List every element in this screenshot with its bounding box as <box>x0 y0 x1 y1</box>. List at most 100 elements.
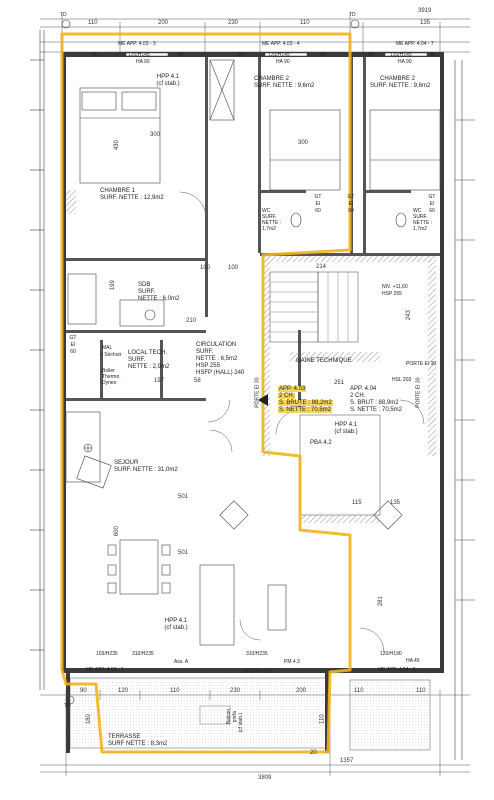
me-app-top-right: ME APP. 4.04 - 7 <box>396 41 434 47</box>
stair-core <box>262 256 436 523</box>
bottom-b2: 310/H235 <box>132 651 154 657</box>
chambre2b-name: CHAMBRE 2 <box>380 76 416 82</box>
wc-a-name: WC <box>262 208 271 214</box>
dim-199: 199 <box>109 280 116 291</box>
terrasse-surf: SURF NETTE : 8,3m2 <box>108 741 168 747</box>
row2-dim-7: 90 <box>368 52 374 58</box>
top-total-dimension: 3919 <box>418 8 432 14</box>
bottom-dim-6: 110 <box>354 688 364 694</box>
bottom-me-left: ME APP. 4.03 - 1 <box>86 667 124 673</box>
chambre2b-surf: SURF. NETTE : 9,6m2 <box>370 83 431 89</box>
porte-label-2: PORTE EI 30 <box>254 377 261 408</box>
dim-300-a: 300 <box>150 132 161 138</box>
gt4-c: 60 <box>70 349 76 355</box>
kitchen-island <box>65 411 101 483</box>
niv-l1: NIV. +11,60 <box>382 284 408 290</box>
gt1-a: GT <box>314 194 322 200</box>
app404-ch: 2 CH. <box>350 393 366 399</box>
bottom-b4: 120/H190 <box>380 651 402 657</box>
gt3-b: EI <box>429 201 435 207</box>
terrasse-area <box>66 673 431 753</box>
gaine-technique-label: GAINE TECHNIQUE <box>296 358 352 364</box>
ha-label-2: HA 90 <box>276 59 290 65</box>
dim-210: 210 <box>186 318 197 324</box>
bottom-b5: HA 45 <box>406 658 420 664</box>
wc-a-l2: SURF. <box>262 214 277 220</box>
td-label-3: TD <box>64 703 71 709</box>
local-tech-l2: SURF. <box>128 357 146 363</box>
apartment-outline <box>60 32 352 754</box>
top-dim-5: 135 <box>420 20 431 26</box>
sejour-name: SEJOUR <box>114 460 139 466</box>
row2-dim-1: 90 <box>92 52 98 58</box>
local-tech-name: LOCAL TECH. <box>128 350 168 356</box>
porte-label-3: PORTE EI 30 <box>415 377 422 408</box>
bottom-dim-2: 120 <box>118 688 129 694</box>
bottom-total-dimension: 3809 <box>258 775 272 781</box>
ha-label-1: HA 90 <box>136 59 150 65</box>
gt4-a: GT <box>69 335 77 341</box>
bottom-b1: 103/H235 <box>96 651 118 657</box>
td-markers <box>61 19 360 705</box>
row2-dim-6: 90 <box>320 52 326 58</box>
wc-fixtures <box>290 212 407 228</box>
app403-title: APP. 4.03 <box>278 386 307 393</box>
dim-197: 197 <box>154 378 165 384</box>
chambre2a-surf: SURF. NETTE : 9,6m2 <box>254 83 315 89</box>
bottom-dim-5: 200 <box>296 688 307 694</box>
mal-l2: + Séchoir <box>100 352 122 358</box>
dim-600: 600 <box>113 526 120 537</box>
circulation-l4: HSP 255 <box>196 363 220 369</box>
bottom-dim-7: 110 <box>416 688 426 694</box>
top-windows <box>125 52 428 57</box>
exterior-walls <box>62 52 444 673</box>
td-label-2: TD <box>349 12 356 18</box>
circulation-l5: HSFP (HALL) 240 <box>196 370 245 376</box>
armchairs <box>76 455 403 530</box>
dim-100-b: 100 <box>228 265 239 271</box>
top-dim-4: 110 <box>300 20 310 26</box>
niv-l2: HSP 255 <box>382 291 402 297</box>
bottom-b3: 310/H235 <box>246 651 268 657</box>
bottom-dim-1: 90 <box>80 688 87 694</box>
dim-hsl: HSL 203 <box>392 377 412 383</box>
dim-251: 251 <box>334 380 345 386</box>
bed-chambre-2b <box>369 109 441 191</box>
dim-58: 58 <box>194 378 201 384</box>
wc-b-l2: SURF. <box>413 214 428 220</box>
ha-label-3: HA 90 <box>398 59 412 65</box>
circulation-l2: SURF. <box>196 349 214 355</box>
dim-110: 110 <box>319 714 326 724</box>
dim-430: 430 <box>113 140 120 151</box>
wc-b-l3: NETTE : <box>413 220 433 226</box>
app404-nette: S. NETTE : 70,5m2 <box>350 407 403 413</box>
top-dim-1: 110 <box>88 20 98 26</box>
top-dim-3: 230 <box>228 20 239 26</box>
app-pointer-arrow <box>258 394 268 406</box>
dim-100-a: 100 <box>200 265 211 271</box>
dim-501-b: 501 <box>178 550 189 556</box>
wardrobe <box>209 59 235 121</box>
gt4-b: EI <box>70 342 76 348</box>
chambre2a-name: CHAMBRE 2 <box>254 76 290 82</box>
bottom-me-right: ME APP. 4.04 - 1 <box>378 667 416 673</box>
pba-label: PBA 4.2 <box>310 440 332 446</box>
hpp-bottom-name: HPP 4.1 <box>164 618 188 624</box>
dim-20: 20 <box>310 750 317 756</box>
wc-b-name: WC <box>413 208 422 214</box>
hpp-top-name: HPP 4.1 <box>156 74 180 80</box>
gt3-c: 60 <box>429 208 435 214</box>
row2-dim-9: 90 <box>430 52 436 58</box>
row2-dim-3: 90 <box>178 52 184 58</box>
hpp-center-note: (cf stab.) <box>334 429 358 435</box>
bottom-dim-4: 230 <box>230 688 241 694</box>
mal-l1: MAL <box>102 345 113 351</box>
left-facade <box>30 30 45 690</box>
sdb-l3: NETTE : 6,0m2 <box>138 296 180 302</box>
dim-214: 214 <box>316 264 327 270</box>
gt2-b: EI <box>348 201 354 207</box>
me-app-top-left: ME APP. 4.03 - 3 <box>118 41 156 47</box>
me-app-top-mid: ME APP. 4.03 - 4 <box>262 41 300 47</box>
gt3-a: GT <box>428 194 436 200</box>
boiler-l3: Dyneo <box>102 380 117 386</box>
